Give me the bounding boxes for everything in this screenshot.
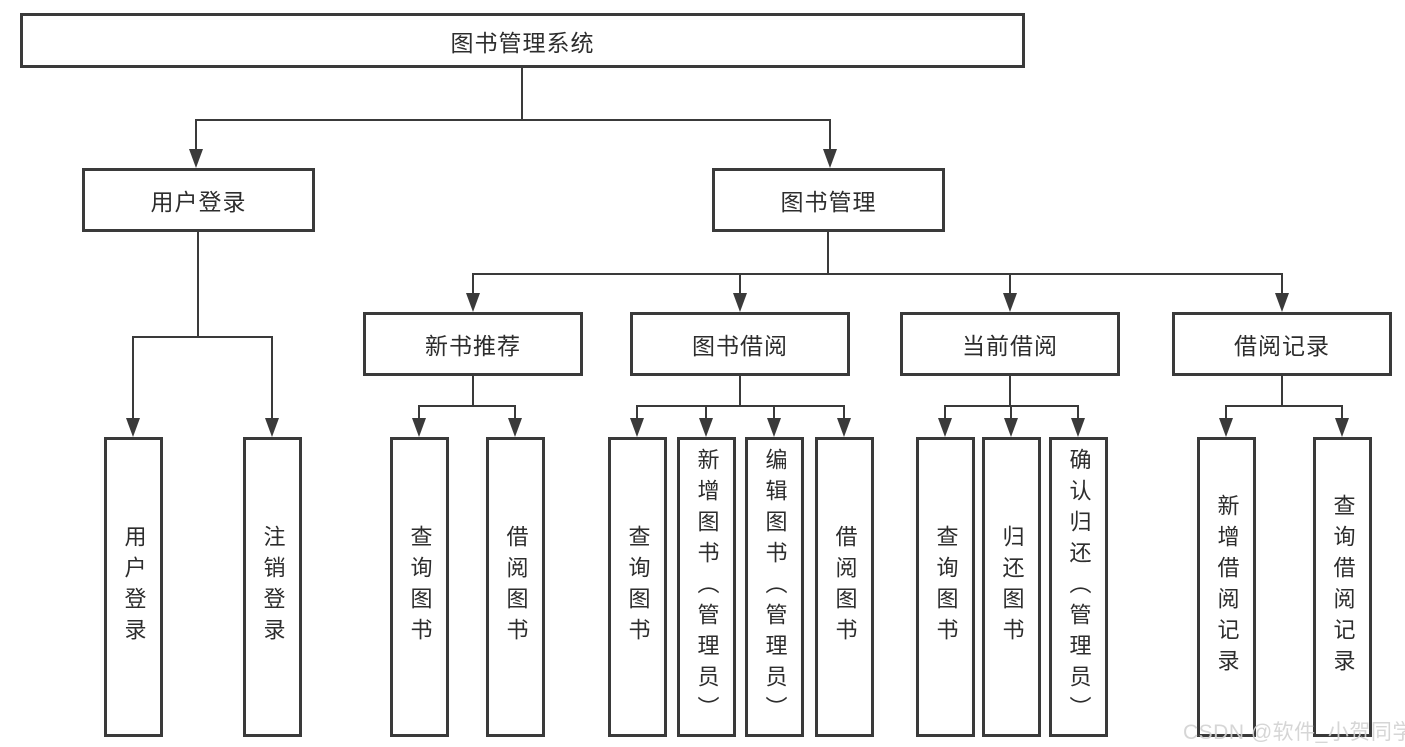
node-library-management-system: 图书管理系统 xyxy=(20,13,1025,68)
node-label: 借阅图书 xyxy=(503,525,529,649)
connector-line xyxy=(1225,405,1227,419)
arrow-down-icon xyxy=(733,293,747,312)
node-book-management: 图书管理 xyxy=(712,168,945,232)
node-label: 注销登录 xyxy=(260,525,286,649)
node-label: 图书借阅 xyxy=(692,333,788,359)
connector-line xyxy=(472,273,1283,275)
node-label: 借阅图书 xyxy=(832,525,858,649)
leaf-br-query-borrow-record: 查询借阅记录 xyxy=(1313,437,1372,737)
connector-line xyxy=(1225,405,1343,407)
leaf-bb-edit-books-admin: 编辑图书（管理员） xyxy=(745,437,804,737)
connector-line xyxy=(1281,376,1283,407)
arrow-down-icon xyxy=(630,418,644,437)
arrow-down-icon xyxy=(1219,418,1233,437)
leaf-nbr-borrow-books: 借阅图书 xyxy=(486,437,545,737)
arrow-down-icon xyxy=(126,418,140,437)
csdn-watermark: CSDN @软件_小贺同学 xyxy=(1183,721,1405,744)
arrow-down-icon xyxy=(823,149,837,168)
arrow-down-icon xyxy=(189,149,203,168)
connector-line xyxy=(773,405,775,419)
connector-line xyxy=(739,273,741,295)
connector-line xyxy=(1341,405,1343,419)
node-label: 查询图书 xyxy=(625,525,651,649)
node-new-book-recommend: 新书推荐 xyxy=(363,312,583,376)
connector-line xyxy=(472,273,474,295)
connector-line xyxy=(705,405,707,419)
arrow-down-icon xyxy=(938,418,952,437)
connector-line xyxy=(843,405,845,419)
connector-line xyxy=(132,336,134,420)
arrow-down-icon xyxy=(412,418,426,437)
arrow-down-icon xyxy=(1004,418,1018,437)
node-borrowing-records: 借阅记录 xyxy=(1172,312,1392,376)
connector-line xyxy=(827,232,829,275)
connector-line xyxy=(472,376,474,407)
leaf-logout: 注销登录 xyxy=(243,437,302,737)
connector-line xyxy=(418,405,516,407)
node-label: 借阅记录 xyxy=(1234,333,1330,359)
node-label: 用户登录 xyxy=(121,525,147,649)
arrow-down-icon xyxy=(466,293,480,312)
connector-line xyxy=(1009,273,1011,295)
arrow-down-icon xyxy=(508,418,522,437)
leaf-cb-return-books: 归还图书 xyxy=(982,437,1041,737)
node-book-borrowing: 图书借阅 xyxy=(630,312,850,376)
connector-line xyxy=(1281,273,1283,295)
node-label: 新增借阅记录 xyxy=(1214,494,1240,680)
connector-line xyxy=(829,119,831,151)
connector-line xyxy=(197,232,199,338)
leaf-bb-add-books-admin: 新增图书（管理员） xyxy=(677,437,736,737)
arrow-down-icon xyxy=(1335,418,1349,437)
node-label: 当前借阅 xyxy=(962,333,1058,359)
node-label: 新书推荐 xyxy=(425,333,521,359)
connector-line xyxy=(514,405,516,419)
node-label: 用户登录 xyxy=(150,189,247,215)
connector-line xyxy=(739,376,741,407)
node-user-login: 用户登录 xyxy=(82,168,315,232)
arrow-down-icon xyxy=(837,418,851,437)
arrow-down-icon xyxy=(265,418,279,437)
leaf-bb-borrow-books: 借阅图书 xyxy=(815,437,874,737)
connector-line xyxy=(1010,405,1012,419)
connector-line xyxy=(521,68,523,121)
node-label: 归还图书 xyxy=(999,525,1025,649)
connector-line xyxy=(195,119,197,151)
arrow-down-icon xyxy=(767,418,781,437)
leaf-cb-query-books: 查询图书 xyxy=(916,437,975,737)
leaf-user-login: 用户登录 xyxy=(104,437,163,737)
connector-line xyxy=(636,405,638,419)
connector-line xyxy=(1009,376,1011,407)
leaf-nbr-query-books: 查询图书 xyxy=(390,437,449,737)
node-label: 查询图书 xyxy=(407,525,433,649)
node-label: 查询借阅记录 xyxy=(1330,494,1356,680)
connector-line xyxy=(271,336,273,420)
node-current-borrowing: 当前借阅 xyxy=(900,312,1120,376)
leaf-br-add-borrow-record: 新增借阅记录 xyxy=(1197,437,1256,737)
node-label: 图书管理系统 xyxy=(450,29,595,56)
node-label: 确认归还（管理员） xyxy=(1066,447,1092,727)
arrow-down-icon xyxy=(1003,293,1017,312)
connector-line xyxy=(1077,405,1079,419)
arrow-down-icon xyxy=(1275,293,1289,312)
node-label: 新增图书（管理员） xyxy=(694,447,720,727)
arrow-down-icon xyxy=(699,418,713,437)
leaf-bb-query-books: 查询图书 xyxy=(608,437,667,737)
connector-line xyxy=(636,405,845,407)
arrow-down-icon xyxy=(1071,418,1085,437)
node-label: 查询图书 xyxy=(933,525,959,649)
connector-line xyxy=(132,336,273,338)
connector-line xyxy=(195,119,831,121)
connector-line xyxy=(418,405,420,419)
node-label: 图书管理 xyxy=(780,189,877,215)
connector-line xyxy=(944,405,946,419)
node-label: 编辑图书（管理员） xyxy=(762,447,788,727)
leaf-cb-confirm-return-admin: 确认归还（管理员） xyxy=(1049,437,1108,737)
